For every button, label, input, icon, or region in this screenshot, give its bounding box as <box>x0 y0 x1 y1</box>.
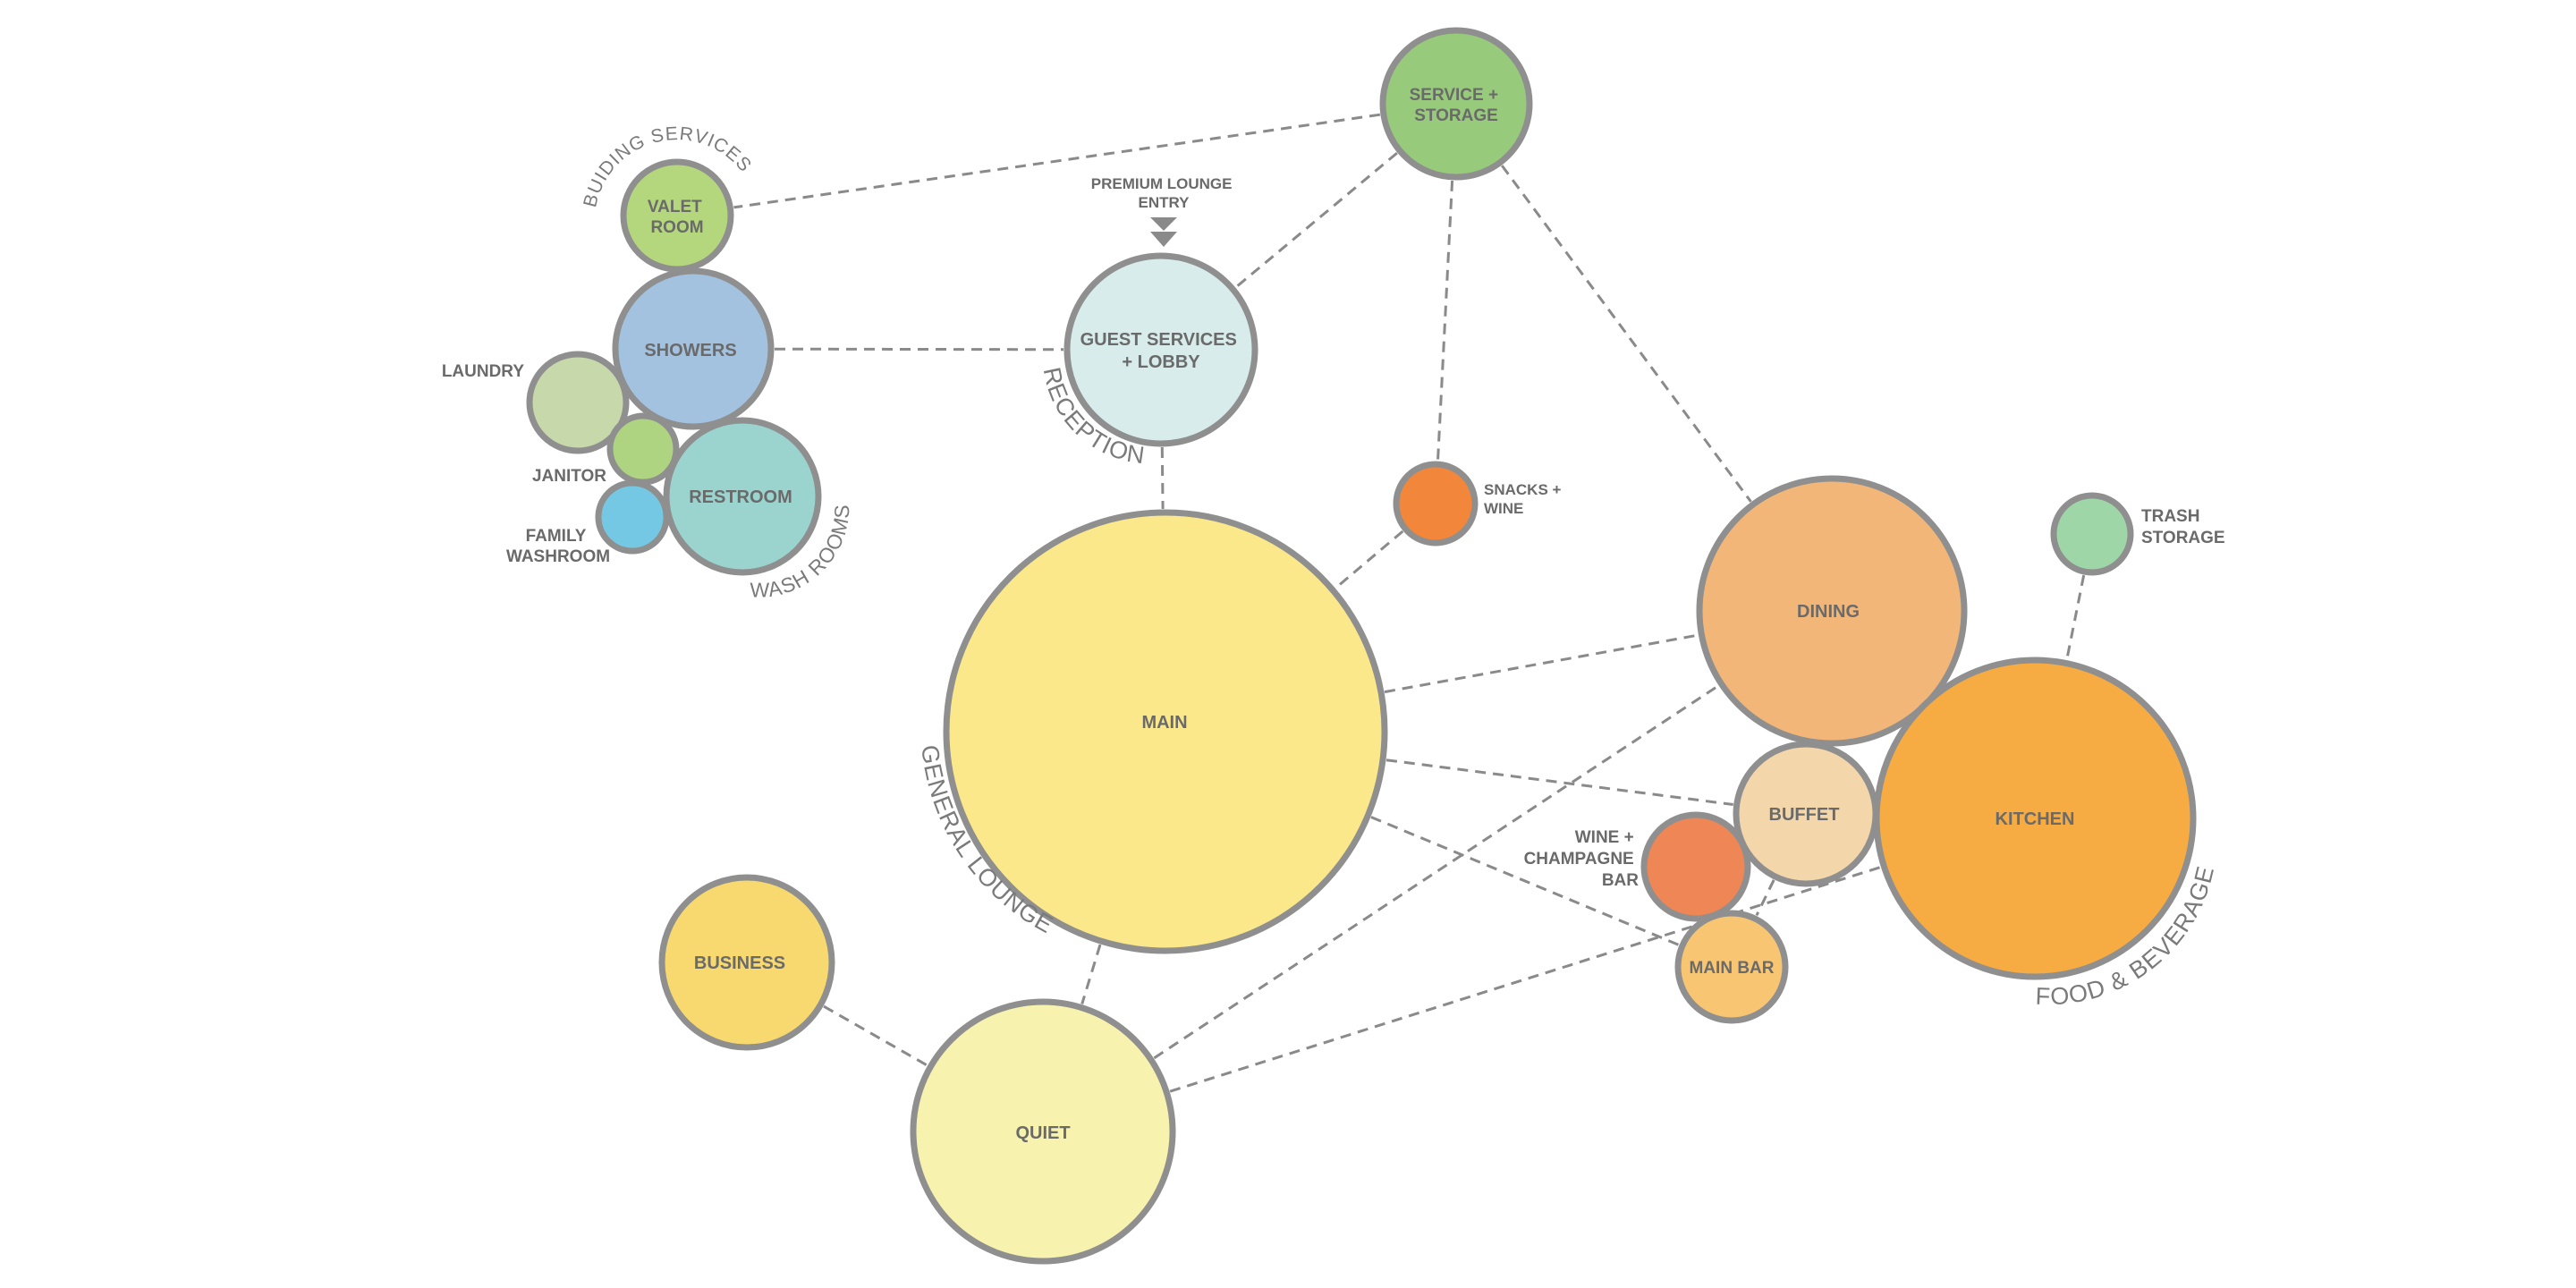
link-service-guest <box>1234 151 1398 289</box>
showers-label: SHOWERS <box>644 341 736 360</box>
node-restroom: RESTROOM <box>663 417 822 576</box>
family-washroom-circle <box>595 479 670 555</box>
node-showers: SHOWERS <box>612 267 775 430</box>
main-bar-circle <box>1674 910 1789 1024</box>
link-showers-guest <box>774 347 1064 352</box>
main-bar-label: MAIN BAR <box>1690 959 1775 978</box>
restroom-circle <box>663 417 822 576</box>
node-valet-room: VALET ROOM <box>620 158 734 273</box>
node-janitor <box>606 412 680 486</box>
business-label: BUSINESS <box>694 953 785 973</box>
kitchen-label: KITCHEN <box>1996 809 2075 829</box>
quiet-label: QUIET <box>1015 1123 1070 1143</box>
premium-lounge-entry-label: PREMIUM LOUNGE ENTRY <box>1091 175 1236 211</box>
main-circle <box>943 509 1388 954</box>
link-main-dining <box>1384 633 1699 694</box>
snacks-wine-label: SNACKS + WINE <box>1484 481 1565 517</box>
link-main-buffet <box>1385 758 1733 806</box>
link-trash-kitchen <box>2065 574 2086 660</box>
showers-circle <box>612 267 775 430</box>
room-nodes: SERVICE + STORAGE VALET ROOM SHOWERS RES… <box>526 27 2197 1265</box>
node-main-bar: MAIN BAR <box>1674 910 1789 1024</box>
guest-services-circle <box>1063 252 1258 447</box>
link-service-valet <box>733 113 1381 209</box>
service-storage-circle <box>1379 27 1533 181</box>
node-business: BUSINESS <box>658 874 835 1051</box>
janitor-label: JANITOR <box>532 467 606 486</box>
link-service-dining <box>1500 165 1752 503</box>
link-main-mainbar <box>1370 816 1680 946</box>
buffet-circle <box>1733 741 1879 887</box>
laundry-circle <box>526 351 630 454</box>
business-circle <box>658 874 835 1051</box>
laundry-label: LAUNDRY <box>442 362 525 381</box>
node-laundry <box>526 351 630 454</box>
quiet-circle <box>910 998 1176 1265</box>
guest-services-label: GUEST SERVICES + LOBBY <box>1080 330 1242 372</box>
janitor-circle <box>606 412 680 486</box>
family-washroom-label: FAMILY WASHROOM <box>506 527 610 566</box>
node-dining: DINING <box>1696 475 1968 747</box>
entry-arrow-icon <box>1150 217 1177 231</box>
trash-storage-circle <box>2050 492 2134 576</box>
dining-label: DINING <box>1797 602 1860 622</box>
dining-circle <box>1696 475 1968 747</box>
connection-lines <box>733 113 2086 1093</box>
link-business-quiet <box>823 1004 928 1067</box>
link-quiet-dining <box>1153 684 1719 1060</box>
node-wine-champagne-bar <box>1640 811 1751 922</box>
wine-champagne-bar-circle <box>1640 811 1751 922</box>
link-snacks-main <box>1335 530 1404 589</box>
link-buffet-mainbar <box>1755 879 1775 917</box>
service-storage-label: SERVICE + STORAGE <box>1410 86 1504 125</box>
entry-arrow-head-icon <box>1150 232 1177 247</box>
wine-champagne-bar-label: WINE + CHAMPAGNE BAR <box>1524 828 1640 890</box>
node-quiet: QUIET <box>910 998 1176 1265</box>
main-label: MAIN <box>1141 713 1187 733</box>
buffet-label: BUFFET <box>1769 805 1840 825</box>
link-guest-main <box>1160 446 1165 510</box>
outer-labels: LAUNDRY JANITOR FAMILY WASHROOM SNACKS +… <box>442 175 2225 890</box>
node-service-storage: SERVICE + STORAGE <box>1379 27 1533 181</box>
valet-room-circle <box>620 158 734 273</box>
node-kitchen: KITCHEN <box>1873 657 2197 980</box>
snacks-wine-circle <box>1393 461 1479 547</box>
node-family-washroom <box>595 479 670 555</box>
link-service-snacks <box>1436 180 1454 462</box>
node-main: MAIN <box>943 509 1388 954</box>
node-guest-services: GUEST SERVICES + LOBBY <box>1063 252 1258 447</box>
valet-room-label: VALET ROOM <box>648 198 707 237</box>
node-buffet: BUFFET <box>1733 741 1879 887</box>
node-snacks-wine <box>1393 461 1479 547</box>
node-trash-storage <box>2050 492 2134 576</box>
link-main-quiet <box>1080 944 1102 1004</box>
trash-storage-label: TRASH STORAGE <box>2141 507 2225 547</box>
restroom-label: RESTROOM <box>689 487 792 507</box>
